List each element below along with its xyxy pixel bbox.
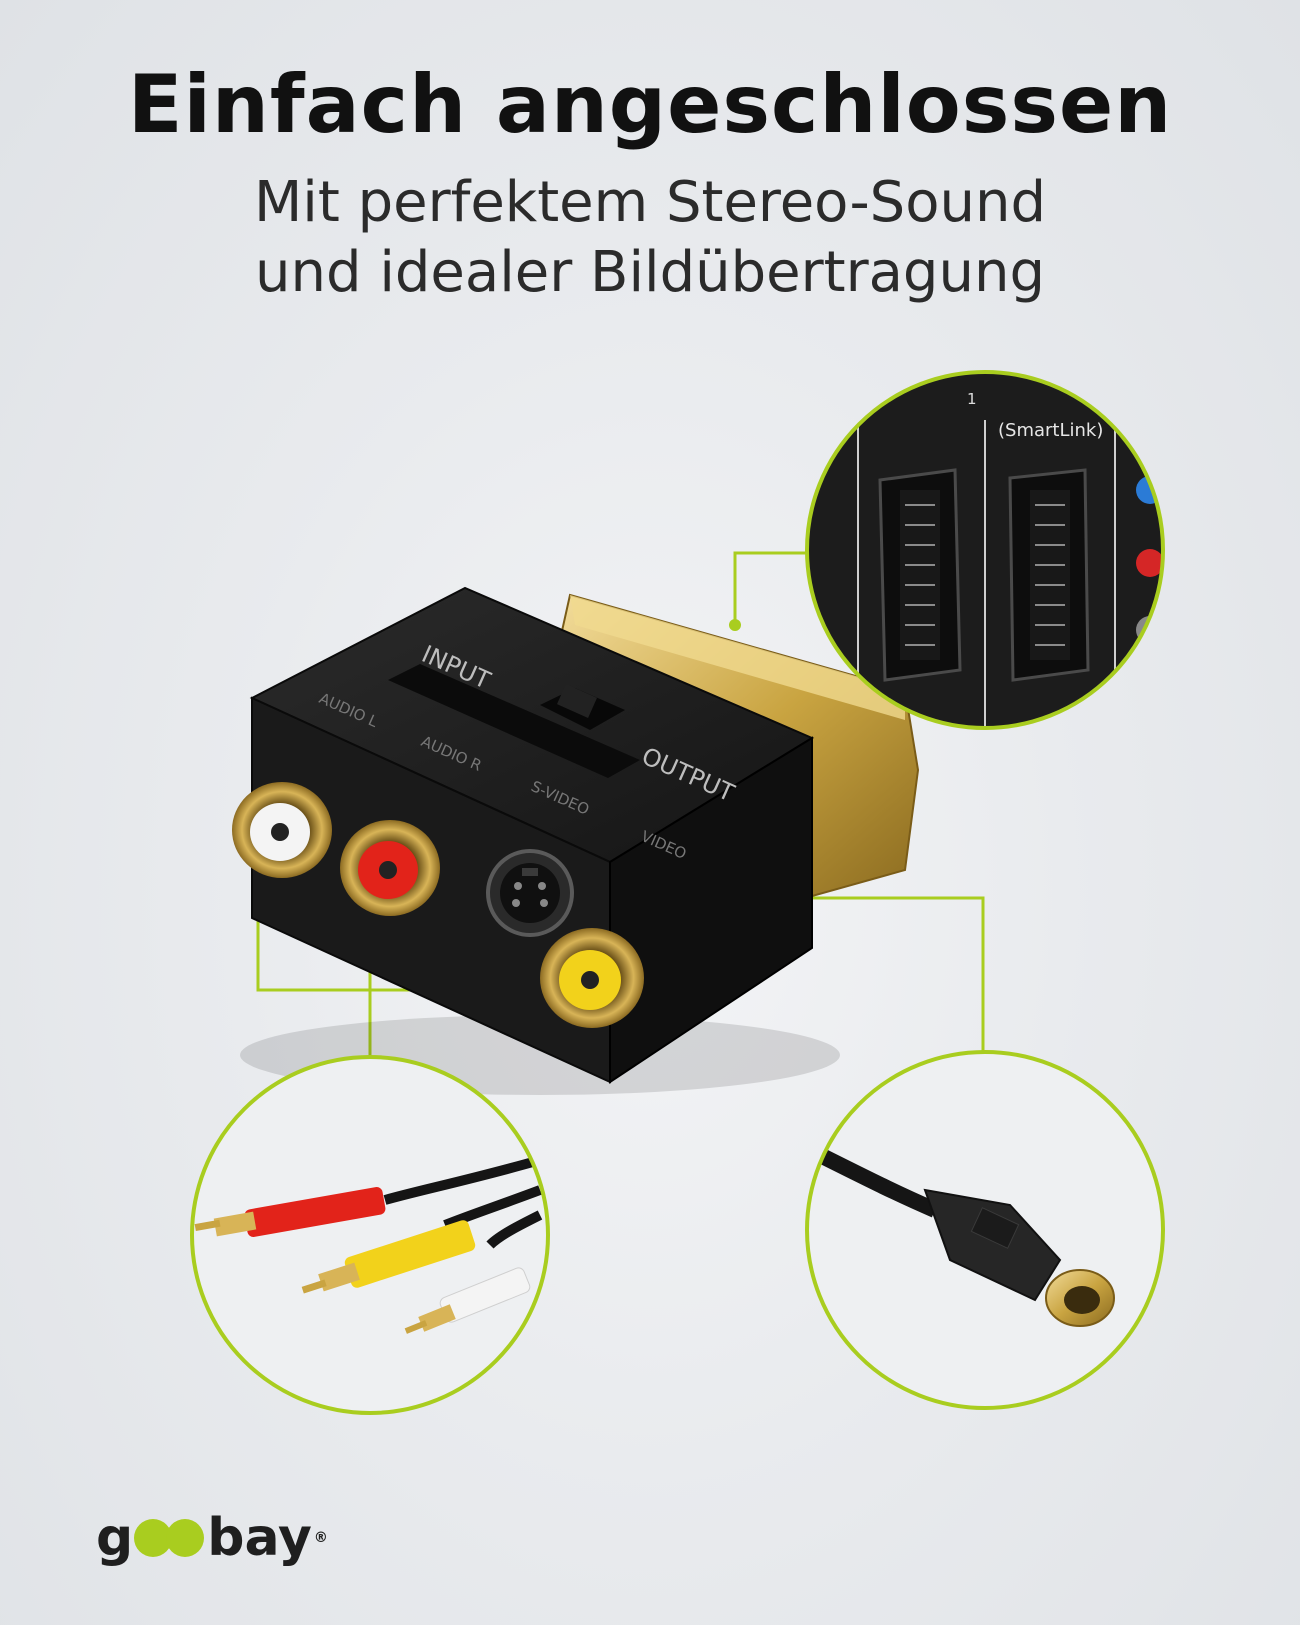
- callout-dot-scart: [729, 619, 741, 631]
- callout-circle-rca-cable: [190, 1055, 550, 1415]
- label-smartlink: (SmartLink): [998, 420, 1103, 441]
- callout-circle-svideo-cable: [805, 1050, 1165, 1410]
- goobay-logo: g bay ®: [96, 1508, 328, 1568]
- scart-adapter: INPUT OUTPUT AUDIO L AUDIO R S-VIDEO VID…: [232, 586, 920, 1095]
- subheadline-line-1: Mit perfektem Stereo-Sound: [253, 170, 1047, 235]
- rca-jack-white: [232, 782, 332, 878]
- rca-plug-white: [404, 1267, 531, 1334]
- logo-registered-mark: ®: [313, 1530, 328, 1546]
- rca-jack-red: [340, 820, 440, 916]
- scart-socket-2: [1008, 468, 1090, 682]
- rca-jack-yellow: [540, 928, 644, 1028]
- callout-circle-scart-sockets: 1 (SmartLink): [805, 370, 1165, 730]
- label-port-number: 1: [967, 390, 977, 408]
- svideo-plug: [923, 1188, 1115, 1327]
- subheadline-line-2: und idealer Bildübertragung: [254, 240, 1045, 305]
- svideo-jack: [486, 849, 574, 937]
- logo-oo-mark: [134, 1515, 206, 1561]
- logo-prefix: g: [96, 1508, 134, 1568]
- headline: Einfach angeschlossen: [127, 58, 1173, 151]
- logo-suffix: bay: [207, 1508, 312, 1568]
- scart-socket-1: [878, 468, 962, 682]
- callout-line-scart: [733, 551, 808, 625]
- rca-plug-yellow: [301, 1220, 476, 1294]
- rca-plug-red: [194, 1187, 386, 1237]
